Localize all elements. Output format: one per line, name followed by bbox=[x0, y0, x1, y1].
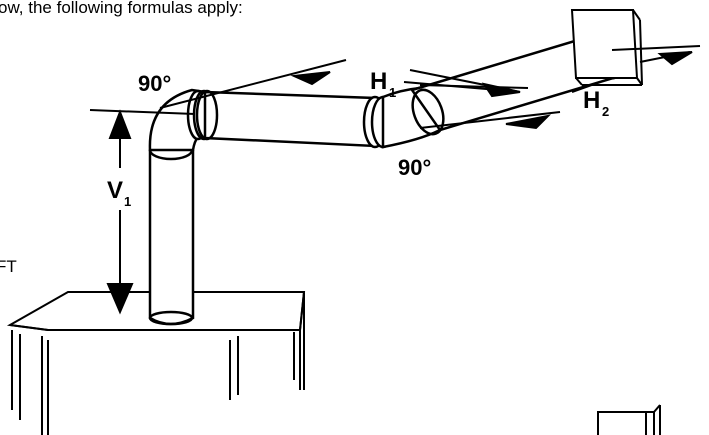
small-box bbox=[597, 404, 661, 435]
h2-subscript: 2 bbox=[602, 104, 609, 119]
horizontal-pipe-h1 bbox=[195, 89, 396, 149]
h1-subscript: 1 bbox=[389, 85, 396, 100]
elbow-right-label: 90° bbox=[398, 155, 431, 180]
v1-label: V bbox=[107, 177, 123, 204]
intro-text: ow, the following formulas apply: bbox=[0, 0, 243, 17]
vertical-pipe bbox=[148, 139, 195, 326]
side-text: FT bbox=[0, 257, 17, 276]
v1-subscript: 1 bbox=[124, 194, 131, 209]
h1-label: H bbox=[370, 68, 387, 95]
h2-label: H bbox=[583, 87, 600, 114]
elbow-top-label: 90° bbox=[138, 71, 171, 96]
v1-dimension bbox=[89, 109, 196, 315]
wall-terminal bbox=[570, 9, 643, 86]
h1-dimension bbox=[159, 59, 529, 109]
h2-dimension bbox=[419, 45, 701, 130]
